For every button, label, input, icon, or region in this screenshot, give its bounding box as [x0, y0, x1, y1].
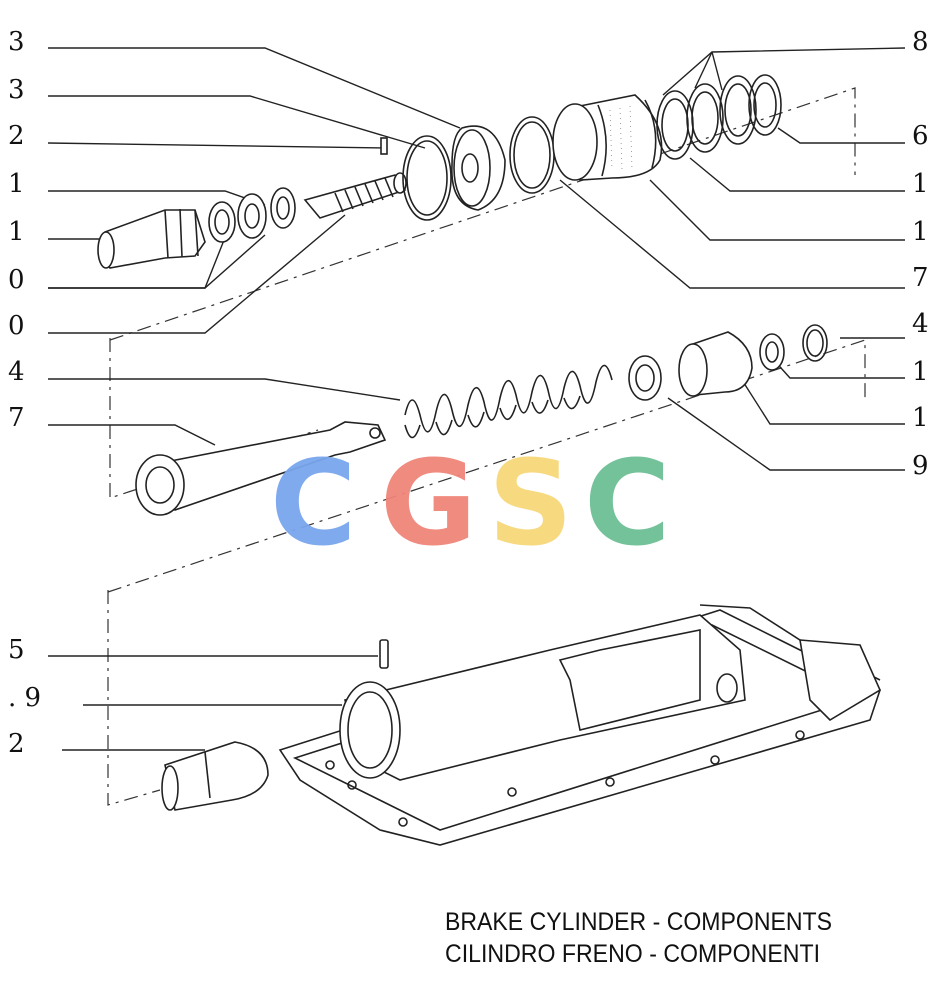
- callout-left-7: 0: [8, 311, 25, 341]
- o-ring: [509, 116, 555, 194]
- callout-left-4: 1: [8, 169, 25, 199]
- callout-left-9: 7: [8, 403, 25, 433]
- adjusting-screw: [303, 172, 407, 219]
- push-rod: [135, 421, 387, 516]
- seal-ring-set: [656, 74, 782, 160]
- callout-right-4: 1: [912, 217, 929, 247]
- watermark-letter-s: S: [488, 434, 573, 572]
- callout-right-3: 1: [912, 169, 929, 199]
- spacer-washer: [628, 355, 662, 401]
- cgsc-watermark: C G S C: [270, 434, 671, 572]
- leader-lines-right: [559, 47, 906, 471]
- watermark-letter-g: G: [380, 434, 477, 572]
- retaining-ring-small: [802, 324, 828, 362]
- title-italian: CILINDRO FRENO - COMPONENTI: [445, 940, 820, 968]
- diagram-title: BRAKE CYLINDER - COMPONENTS CILINDRO FRE…: [445, 908, 832, 968]
- callout-right-5: 7: [912, 263, 929, 293]
- piston-cup: [451, 125, 506, 211]
- callout-right-6: 4: [912, 309, 929, 339]
- callout-right-7: 1: [912, 357, 929, 387]
- spring-pin-lower: [379, 639, 389, 669]
- callout-left-1: 3: [8, 27, 25, 57]
- callouts-right: 8 6 1 1 7 4 1 1 9: [912, 27, 929, 481]
- seal-small: [759, 333, 785, 371]
- callout-right-2: 6: [912, 121, 929, 151]
- callout-left-10: 5: [8, 635, 25, 665]
- cylinder-housing: [278, 604, 882, 846]
- callout-right-1: 8: [912, 27, 929, 57]
- watermark-letter-c2: C: [584, 434, 671, 572]
- bushing: [678, 331, 753, 397]
- title-english: BRAKE CYLINDER - COMPONENTS: [445, 908, 832, 936]
- snap-ring-large: [402, 135, 452, 221]
- callout-right-9: 9: [912, 451, 929, 481]
- callout-left-12: 2: [8, 729, 25, 759]
- watermark-letter-c1: C: [270, 434, 357, 572]
- threaded-plug: [97, 187, 296, 269]
- callout-right-8: 1: [912, 403, 929, 433]
- end-plug: [161, 741, 269, 811]
- callout-left-5: 1: [8, 217, 25, 247]
- piston: [552, 94, 663, 181]
- callout-left-8: 4: [8, 357, 25, 387]
- callouts-left: 3 3 2 1 1 0 0 4 7 5 . 9 2: [8, 27, 41, 759]
- callout-left-11: . 9: [8, 683, 41, 713]
- return-spring: [404, 364, 613, 439]
- callout-left-6: 0: [8, 265, 25, 295]
- callout-left-3: 2: [8, 121, 25, 151]
- callout-left-2: 3: [8, 75, 25, 105]
- leader-lines-left: [47, 47, 461, 751]
- small-pin-upper: [380, 137, 388, 155]
